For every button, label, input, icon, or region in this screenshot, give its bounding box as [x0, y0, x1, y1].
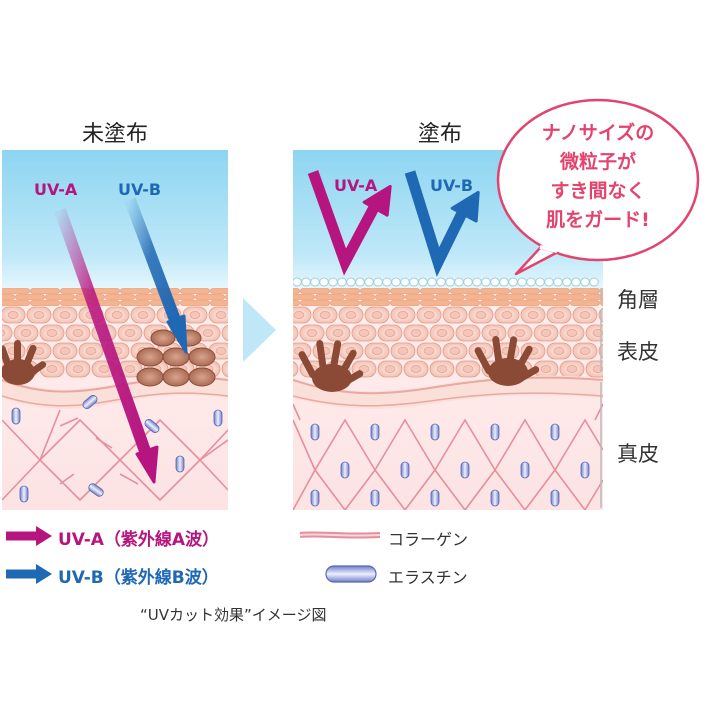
legend-elastin-text: エラスチン: [388, 568, 468, 587]
elastin-fiber: [550, 423, 560, 441]
elastin-fiber: [310, 423, 320, 441]
legend-uvb-text: UV-B（紫外線B波）: [58, 568, 219, 588]
nano-particle: [391, 277, 401, 287]
nano-particle: [472, 277, 482, 287]
left-panel-title: 未塗布: [81, 122, 148, 147]
legend-graphics: [6, 526, 381, 584]
uva-arrow-right: [307, 170, 383, 276]
nano-particle: [562, 277, 572, 287]
elastin-fiber: [460, 461, 470, 479]
dermis-net-left: [2, 409, 228, 502]
label-dermis: 真皮: [617, 442, 659, 466]
elastin-fiber: [340, 461, 350, 479]
nano-particle: [589, 277, 599, 287]
bubble-line: すき間なく: [550, 180, 646, 202]
nano-particle: [301, 277, 311, 287]
melanocyte-right-1: [298, 340, 364, 392]
nano-particle: [463, 277, 473, 287]
nano-particle: [436, 277, 446, 287]
transition-chevron: [243, 298, 276, 362]
nano-particle: [553, 277, 563, 287]
elastin-fiber: [520, 461, 530, 479]
nano-particle: [355, 277, 365, 287]
uvb-arrow-left: [124, 197, 181, 323]
legend-elastin-capsule: [325, 565, 377, 583]
left-skin-panel: [2, 150, 228, 510]
nano-particle: [517, 277, 527, 287]
nano-particle: [544, 277, 554, 287]
nano-particle: [373, 277, 383, 287]
elastin-fiber: [490, 423, 500, 441]
figure-caption: “UVカット効果”イメージ図: [140, 606, 327, 624]
nano-particle: [571, 277, 581, 287]
bubble-line: ナノサイズの: [541, 122, 655, 144]
dermis-net-right: [293, 403, 603, 510]
right-uvb-label: UV-B: [430, 176, 474, 195]
speech-bubble: [496, 98, 700, 276]
nano-particle: [481, 277, 491, 287]
elastin-fiber: [400, 461, 410, 479]
uvb-arrow-right: [404, 170, 471, 277]
legend-uva-text: UV-A（紫外線A波）: [58, 530, 220, 550]
nano-particle: [508, 277, 518, 287]
elastin-fiber: [310, 489, 320, 507]
nano-particle: [319, 277, 329, 287]
legend-collagen-text: コラーゲン: [388, 530, 469, 549]
nano-particle: [427, 277, 437, 287]
nano-particle: [526, 277, 536, 287]
elastin-fiber: [370, 489, 380, 507]
left-uvb-label: UV-B: [118, 180, 162, 199]
melanocyte-right-2: [474, 336, 540, 386]
nano-particle: [382, 277, 392, 287]
nano-particle: [409, 277, 419, 287]
nano-particle: [490, 277, 500, 287]
label-epidermis: 表皮: [617, 340, 659, 364]
bubble-line: 微粒子が: [559, 151, 636, 173]
bubble-line: 肌をガード!: [546, 209, 650, 231]
left-sky: [2, 150, 228, 290]
bubble-text: ナノサイズの 微粒子が すき間なく 肌をガード!: [498, 119, 698, 235]
elastin-fibers-left: [11, 395, 223, 503]
nano-particle: [364, 277, 374, 287]
nano-particle: [346, 277, 356, 287]
nano-particle: [418, 277, 428, 287]
right-uva-label: UV-A: [334, 176, 378, 195]
label-stratum-corneum: 角層: [617, 288, 659, 312]
elastin-fiber: [430, 489, 440, 507]
nano-particle: [310, 277, 320, 287]
nano-particle: [535, 277, 545, 287]
nano-particle-layer: [293, 277, 599, 287]
elastin-fiber: [490, 489, 500, 507]
nano-particle: [337, 277, 347, 287]
elastin-fiber: [550, 489, 560, 507]
uva-arrow-left: [54, 208, 152, 456]
nano-particle: [328, 277, 338, 287]
nano-particle: [445, 277, 455, 287]
elastin-fiber: [580, 461, 590, 479]
nano-particle: [400, 277, 410, 287]
nano-particle: [293, 277, 302, 287]
melanocyte-left: [2, 340, 47, 385]
nano-particle: [580, 277, 590, 287]
nano-particle: [454, 277, 464, 287]
right-panel-title: 塗布: [417, 122, 462, 147]
elastin-fiber: [430, 423, 440, 441]
melanin-cells-left: [136, 329, 216, 387]
elastin-fiber: [370, 423, 380, 441]
elastin-fibers-right: [310, 423, 590, 507]
left-uva-label: UV-A: [34, 180, 78, 199]
nano-particle: [499, 277, 509, 287]
